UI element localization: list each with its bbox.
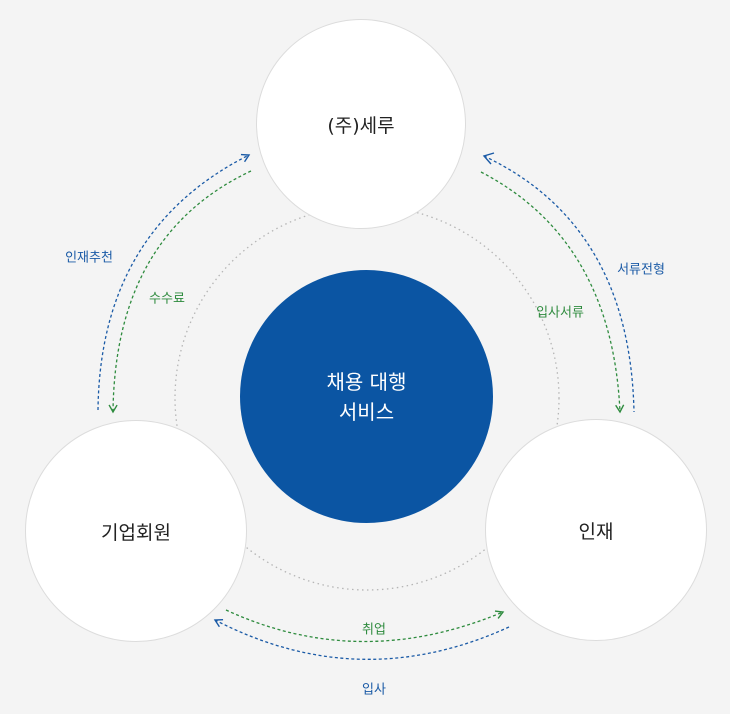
node-left: 기업회원 xyxy=(25,420,247,642)
label-bottom-outer: 입사 xyxy=(362,682,386,698)
arrowhead-right-outer xyxy=(482,152,495,165)
arrow-right-inner xyxy=(480,171,625,414)
arrow-right-outer xyxy=(483,155,635,413)
label-right-inner: 입사서류 xyxy=(536,305,584,321)
center-line-1: 채용 대행 xyxy=(326,369,407,394)
center-line-2: 서비스 xyxy=(338,399,395,424)
arrow-bottom-outer xyxy=(213,618,510,660)
arrow-left-inner xyxy=(108,170,252,414)
label-left-outer: 인재추천 xyxy=(65,250,113,266)
node-left-label: 기업회원 xyxy=(101,521,171,544)
orbit-ring xyxy=(174,205,560,591)
node-top: (주)세루 xyxy=(256,19,466,229)
arrow-left-outer xyxy=(97,153,251,411)
label-right-outer: 서류전형 xyxy=(617,262,665,278)
label-left-inner: 수수료 xyxy=(149,291,185,307)
node-top-label: (주)세루 xyxy=(327,114,395,137)
node-center: 채용 대행 서비스 xyxy=(240,270,493,523)
label-bottom-inner: 취업 xyxy=(362,622,386,638)
node-right-label: 인재 xyxy=(578,520,614,543)
node-right: 인재 xyxy=(485,419,707,641)
